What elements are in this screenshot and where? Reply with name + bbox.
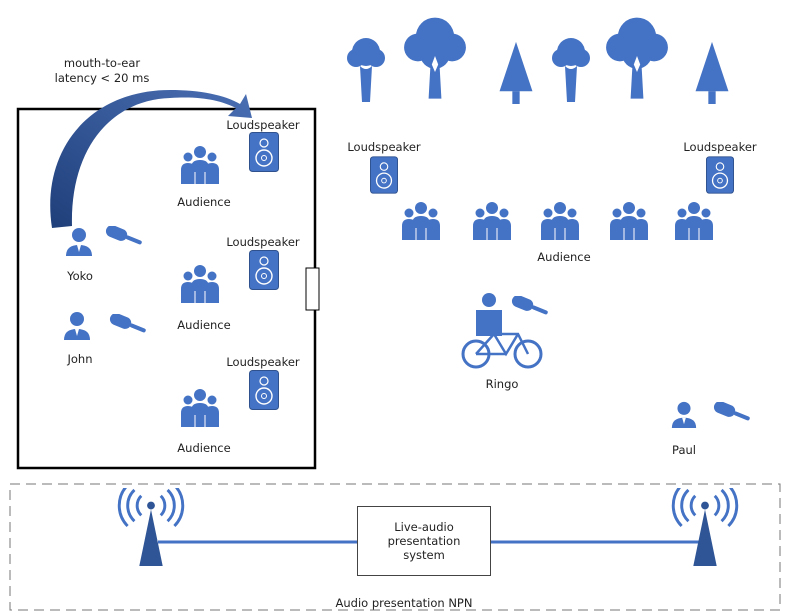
audience-label: Audience (177, 318, 231, 332)
audience-icon (609, 201, 649, 240)
audience-label: Audience (537, 250, 591, 264)
audience-label: Audience (177, 441, 231, 455)
room-door (305, 267, 320, 311)
tree-icon (552, 38, 590, 102)
audience-icon (540, 201, 580, 240)
latency-arrow (50, 90, 252, 228)
audience-icon (472, 201, 512, 240)
tree-icon (404, 17, 466, 99)
microphone-icon (108, 314, 148, 334)
tree-icon (695, 41, 729, 104)
audience-icon (180, 388, 220, 427)
loudspeaker-label: Loudspeaker (347, 140, 421, 154)
loudspeaker-label: Loudspeaker (683, 140, 757, 154)
loudspeaker-icon (706, 156, 734, 194)
loudspeaker-icon (249, 370, 279, 410)
loudspeaker-label: Loudspeaker (226, 118, 300, 132)
performer-label-paul: Paul (672, 443, 696, 457)
npn-label: Audio presentation NPN (335, 596, 473, 610)
person-icon (671, 401, 697, 428)
loudspeaker-icon (249, 132, 279, 172)
audience-icon (180, 145, 220, 184)
person-icon (66, 228, 92, 256)
audience-label: Audience (177, 195, 231, 209)
performer-label-ringo: Ringo (485, 377, 519, 391)
loudspeaker-icon (249, 250, 279, 290)
person-icon (64, 312, 90, 340)
loudspeaker-icon (370, 156, 398, 194)
microphone-icon (104, 226, 144, 246)
audience-icon (180, 264, 220, 303)
antenna-tower-icon (671, 488, 739, 566)
npn-boundary (9, 483, 781, 611)
performer-label-yoko: Yoko (67, 269, 93, 283)
tree-icon (606, 17, 668, 99)
microphone-icon (510, 296, 550, 316)
audience-icon (674, 201, 714, 240)
tree-icon (347, 38, 385, 102)
performer-label-john: John (67, 352, 93, 366)
microphone-icon (712, 402, 752, 422)
audience-icon (401, 201, 441, 240)
loudspeaker-label: Loudspeaker (226, 355, 300, 369)
loudspeaker-label: Loudspeaker (226, 235, 300, 249)
tree-icon (499, 41, 533, 104)
antenna-tower-icon (117, 488, 185, 566)
latency-annotation: mouth-to-ear latency < 20 ms (54, 56, 150, 85)
cyclist-icon (461, 293, 543, 369)
live-audio-presentation-system: Live-audio presentation system (357, 506, 491, 576)
